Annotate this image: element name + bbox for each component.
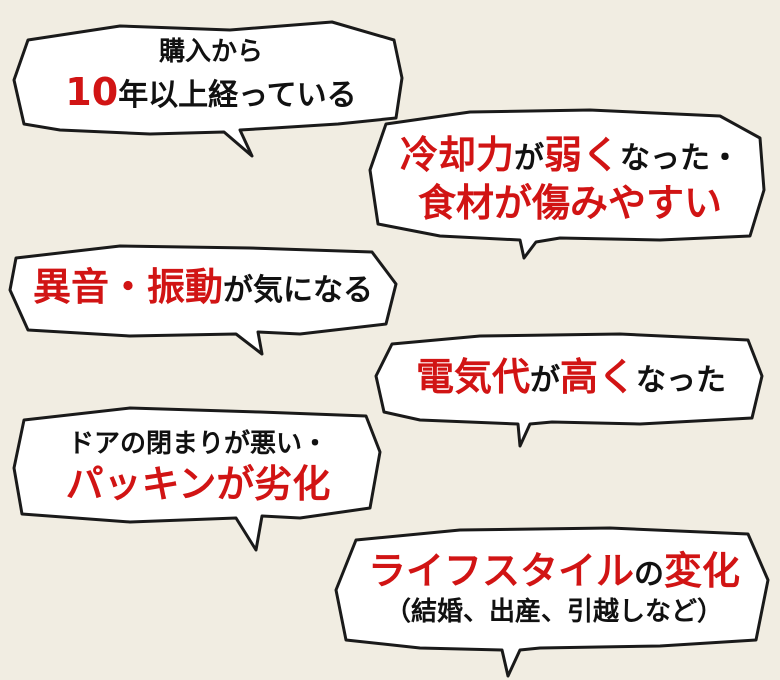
- highlight-text: 食材が傷みやすい: [417, 180, 722, 225]
- bubble-text-weak-cooling: 冷却力が弱くなった・食材が傷みやすい: [378, 132, 762, 227]
- bubble-line: 購入から: [28, 36, 394, 69]
- body-text: 購入から: [158, 37, 263, 67]
- bubble-line: 異音・振動が気になる: [14, 264, 392, 312]
- body-text: ドアの閉まりが悪い・: [67, 429, 328, 459]
- highlight-text: 冷却力: [399, 133, 514, 177]
- bubble-line: 10年以上経っている: [28, 69, 394, 117]
- bubble-text-noise-vibration: 異音・振動が気になる: [14, 264, 392, 312]
- bubble-line: （結婚、出産、引越しなど）: [342, 596, 766, 629]
- bubble-line: 食材が傷みやすい: [378, 180, 762, 228]
- body-text: 年以上経っている: [118, 77, 357, 113]
- body-text: の: [634, 557, 664, 592]
- bubble-text-lifestyle-change: ライフスタイルの変化（結婚、出産、引越しなど）: [342, 548, 766, 628]
- body-text: なった・: [620, 141, 741, 176]
- speech-bubble-5: [12, 406, 382, 552]
- bubble-line: 電気代が高くなった: [384, 354, 758, 402]
- speech-bubble-6: [334, 526, 770, 678]
- bubble-line: 冷却力が弱くなった・: [378, 132, 762, 180]
- body-text: が: [514, 141, 544, 176]
- highlight-text: 電気代: [415, 355, 530, 399]
- highlight-text: パッキンが劣化: [65, 461, 331, 506]
- speech-bubble-1: [12, 20, 404, 158]
- bubble-text-door-packing: ドアの閉まりが悪い・パッキンが劣化: [20, 428, 376, 508]
- speech-bubble-2: [368, 108, 766, 260]
- body-text: なった: [636, 363, 727, 398]
- speech-bubble-3: [8, 244, 398, 356]
- highlight-text: ライフスタイル: [367, 549, 634, 593]
- highlight-text: 弱く: [544, 133, 621, 177]
- speech-bubble-4: [374, 332, 764, 448]
- bubble-line: ドアの閉まりが悪い・: [20, 428, 376, 461]
- highlight-text: 10: [65, 69, 119, 114]
- body-text: （結婚、出産、引越しなど）: [384, 596, 723, 627]
- highlight-text: 変化: [664, 549, 741, 593]
- bubble-text-electricity-cost: 電気代が高くなった: [384, 354, 758, 402]
- highlight-text: 異音・振動: [32, 265, 223, 309]
- body-text: が: [530, 363, 560, 398]
- body-text: が気になる: [223, 273, 373, 308]
- bubble-line: ライフスタイルの変化: [342, 548, 766, 596]
- highlight-text: 高く: [560, 355, 637, 399]
- bubble-line: パッキンが劣化: [20, 461, 376, 509]
